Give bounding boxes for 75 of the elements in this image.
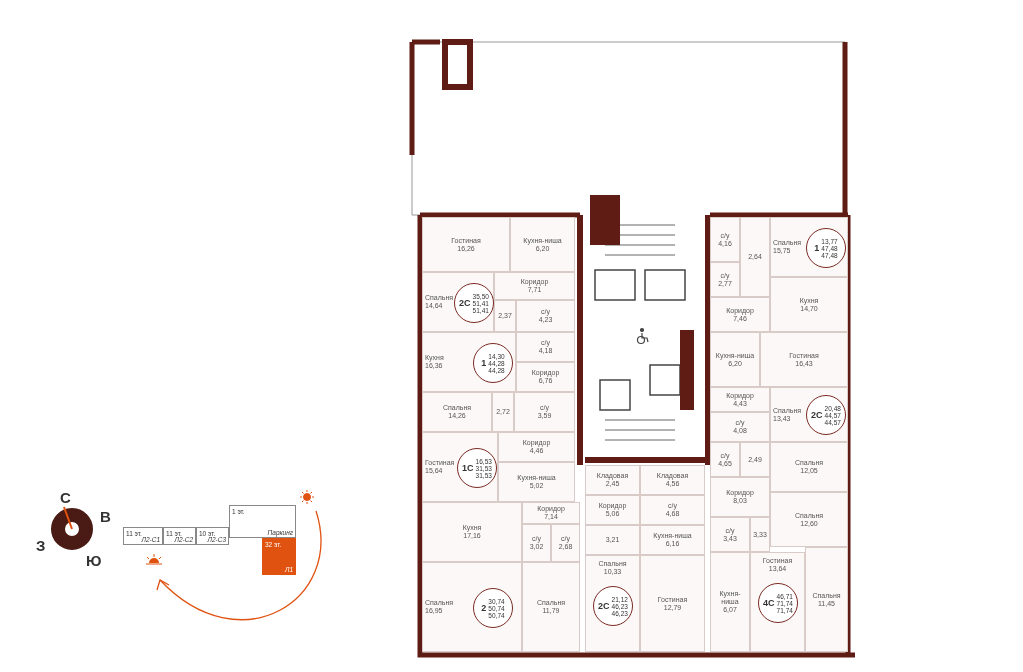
apartment-type: 1С xyxy=(462,464,474,472)
compass-label: С xyxy=(60,489,71,506)
room xyxy=(710,297,770,332)
apartment-type: 1 xyxy=(814,244,820,252)
building-section xyxy=(163,527,196,545)
room xyxy=(750,517,770,552)
room xyxy=(516,332,575,362)
apartment-badge xyxy=(806,228,846,268)
room xyxy=(585,555,640,652)
room xyxy=(710,262,740,297)
room xyxy=(422,562,522,652)
building-section xyxy=(229,505,296,538)
room xyxy=(640,555,705,652)
apartment-type: 2 xyxy=(481,604,487,612)
room xyxy=(585,465,640,495)
room xyxy=(585,495,640,525)
room xyxy=(640,465,705,495)
room xyxy=(640,495,705,525)
apartment-badge xyxy=(473,343,513,383)
apartment-type: 1 xyxy=(481,359,487,367)
room xyxy=(498,432,575,462)
apartment-badge xyxy=(806,395,846,435)
room xyxy=(770,492,848,547)
room xyxy=(770,217,848,277)
room xyxy=(492,392,514,432)
room xyxy=(522,502,580,524)
room xyxy=(770,442,848,492)
room xyxy=(710,332,760,387)
room xyxy=(494,300,516,332)
room xyxy=(750,552,805,652)
building-section xyxy=(196,527,229,545)
room xyxy=(494,272,575,300)
room xyxy=(514,392,575,432)
apartment-type: 4С xyxy=(763,599,775,607)
room xyxy=(710,517,750,552)
room xyxy=(551,524,580,562)
room xyxy=(710,477,770,517)
room xyxy=(760,332,848,387)
room xyxy=(422,217,510,272)
apartment-badge xyxy=(758,583,798,623)
room xyxy=(710,217,740,262)
apartment-type: 2С xyxy=(811,411,823,419)
apartment-badge xyxy=(473,588,513,628)
room xyxy=(522,524,551,562)
apartment-badge xyxy=(457,448,497,488)
room xyxy=(522,562,580,652)
apartment-badge xyxy=(454,283,494,323)
room xyxy=(710,387,770,412)
room xyxy=(516,362,575,392)
room xyxy=(422,272,494,332)
compass-label: В xyxy=(100,508,111,525)
room xyxy=(770,277,848,332)
room xyxy=(740,217,770,297)
room xyxy=(640,525,705,555)
apartment-badge xyxy=(593,586,633,626)
apartment-type: 2С xyxy=(459,299,471,307)
room xyxy=(710,442,740,477)
room xyxy=(710,412,770,442)
room xyxy=(740,442,770,477)
room xyxy=(510,217,575,272)
room xyxy=(422,432,498,502)
building-section xyxy=(123,527,163,545)
room xyxy=(422,392,492,432)
room xyxy=(422,332,516,392)
room xyxy=(710,552,750,652)
room xyxy=(516,300,575,332)
room xyxy=(498,462,575,502)
apartment-type: 2С xyxy=(598,602,610,610)
compass-label: З xyxy=(36,537,46,554)
room xyxy=(422,502,522,562)
highlighted-section xyxy=(262,538,296,575)
room xyxy=(805,547,848,652)
room xyxy=(770,387,848,442)
compass-label: Ю xyxy=(86,552,102,569)
room xyxy=(585,525,640,555)
